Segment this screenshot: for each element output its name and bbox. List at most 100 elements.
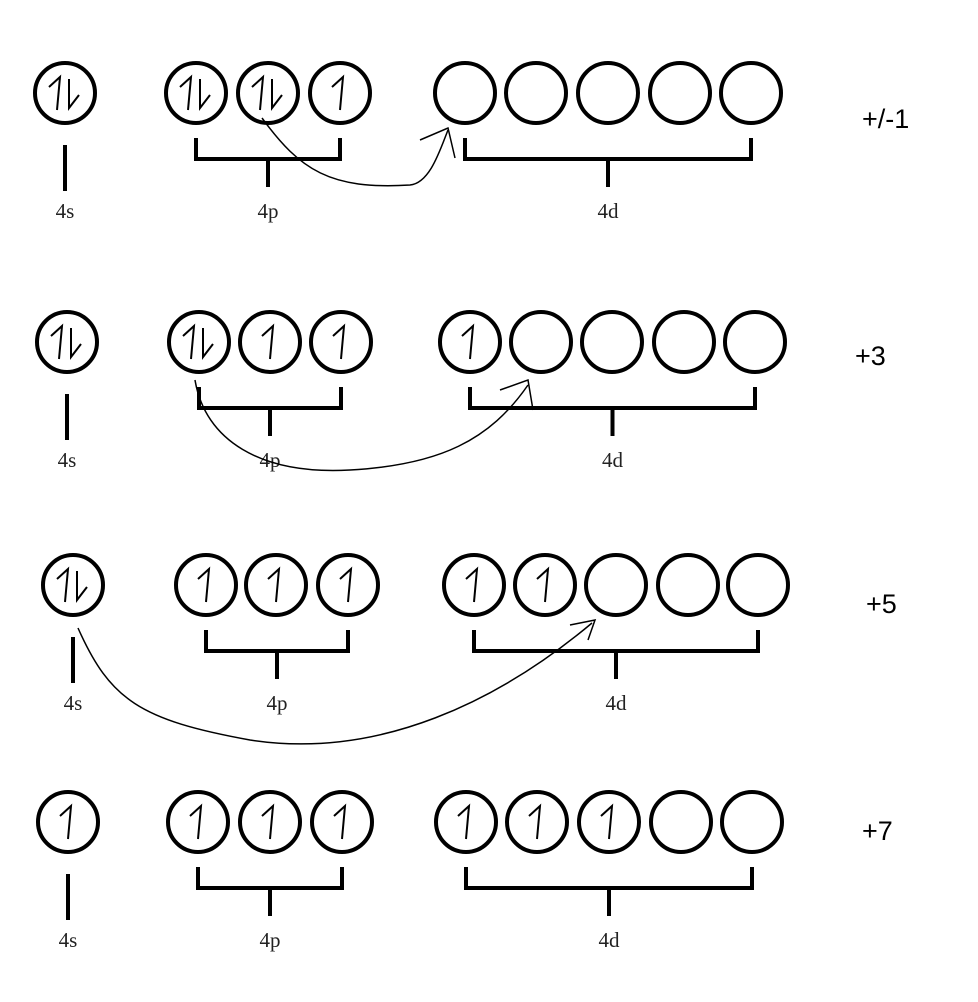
orbital-p-2 [238,790,302,854]
spin-up-arrow-icon [179,74,193,111]
arrowhead-icon [569,619,597,641]
spin-down-arrow-icon [70,328,82,360]
orbital-label-4s: 4s [58,448,77,472]
orbital-d-1 [442,553,506,617]
orbital-circle [238,310,302,374]
spin-up-arrow-icon [261,323,275,360]
orbital-p-bracket [197,387,343,436]
orbital-p-3 [309,310,373,374]
orbital-label-4p: 4p [267,691,288,715]
spin-up-arrow-icon [528,803,542,840]
orbital-circle [164,61,228,125]
spin-up-arrow-icon [197,566,211,603]
spin-down-arrow-icon [68,79,80,111]
orbital-circle [35,310,99,374]
orbital-p-bracket [204,630,350,679]
orbital-label-4s: 4s [59,928,78,952]
orbital-d-5 [720,790,784,854]
orbital-d-bracket [468,387,757,436]
orbital-d-4 [648,61,712,125]
orbital-circle [236,61,300,125]
orbital-circle [719,61,783,125]
spin-up-arrow-icon [59,803,73,840]
orbital-label-4p: 4p [260,448,281,472]
orbital-circle [649,790,713,854]
orbital-s-1 [35,310,99,374]
spin-down-arrow-icon [271,79,283,111]
orbital-circle [505,790,569,854]
orbital-circle [726,553,790,617]
spin-down-arrow-icon [76,571,88,603]
spin-up-arrow-icon [465,566,479,603]
orbital-p-1 [164,61,228,125]
orbital-p-bracket [194,138,342,187]
spin-up-arrow-icon [331,74,345,111]
orbital-d-2 [504,61,568,125]
orbital-label-4s: 4s [64,691,83,715]
orbital-circle [577,790,641,854]
orbital-label-4s: 4s [56,199,75,223]
orbital-d-4 [656,553,720,617]
orbital-p-1 [167,310,231,374]
spin-up-arrow-icon [536,566,550,603]
orbital-circle [41,553,105,617]
orbital-d-3 [584,553,648,617]
spin-up-arrow-icon [189,803,203,840]
spin-up-arrow-icon [267,566,281,603]
spin-down-arrow-icon [202,328,214,360]
orbital-p-2 [238,310,302,374]
orbital-p-3 [316,553,380,617]
orbital-p-2 [236,61,300,125]
orbital-d-2 [505,790,569,854]
orbital-d-bracket [472,630,760,679]
oxidation-state-label: +7 [862,816,893,846]
orbital-circle [174,553,238,617]
orbital-d-bracket [463,138,753,187]
orbital-label-4d: 4d [602,448,624,472]
orbital-label-4p: 4p [258,199,279,223]
orbital-circle [584,553,648,617]
orbital-circle [166,790,230,854]
orbital-circle [308,61,372,125]
electron-promotion-arrow [261,117,456,187]
arrowhead-icon [499,378,534,411]
electron-promotion-arrow [77,619,597,745]
orbital-d-3 [577,790,641,854]
orbital-circle [238,790,302,854]
orbital-circle [720,790,784,854]
orbital-d-5 [726,553,790,617]
orbital-d-1 [433,61,497,125]
orbital-d-5 [719,61,783,125]
orbital-d-2 [509,310,573,374]
spin-up-arrow-icon [56,566,70,603]
oxidation-state-label: +3 [855,341,886,371]
orbital-row-2: 4s 4p 4d +3 [35,310,886,472]
spin-up-arrow-icon [48,74,62,111]
orbital-circle [580,310,644,374]
orbital-d-3 [580,310,644,374]
oxidation-state-label: +/-1 [862,104,909,134]
orbital-p-1 [166,790,230,854]
orbital-label-4p: 4p [260,928,281,952]
spin-up-arrow-icon [333,803,347,840]
orbital-d-bracket [464,867,754,916]
orbital-circle [433,61,497,125]
orbital-p-2 [244,553,308,617]
orbital-circle [648,61,712,125]
electron-promotion-arrow [194,378,534,472]
orbital-circle [309,310,373,374]
oxidation-state-label: +5 [866,589,897,619]
orbital-circle [434,790,498,854]
orbital-circle [167,310,231,374]
orbital-circle [244,553,308,617]
orbital-circle [656,553,720,617]
orbital-p-3 [308,61,372,125]
spin-up-arrow-icon [461,323,475,360]
orbital-circle [723,310,787,374]
orbital-circle [442,553,506,617]
orbital-d-1 [434,790,498,854]
spin-up-arrow-icon [600,803,614,840]
orbital-s-1 [33,61,97,125]
